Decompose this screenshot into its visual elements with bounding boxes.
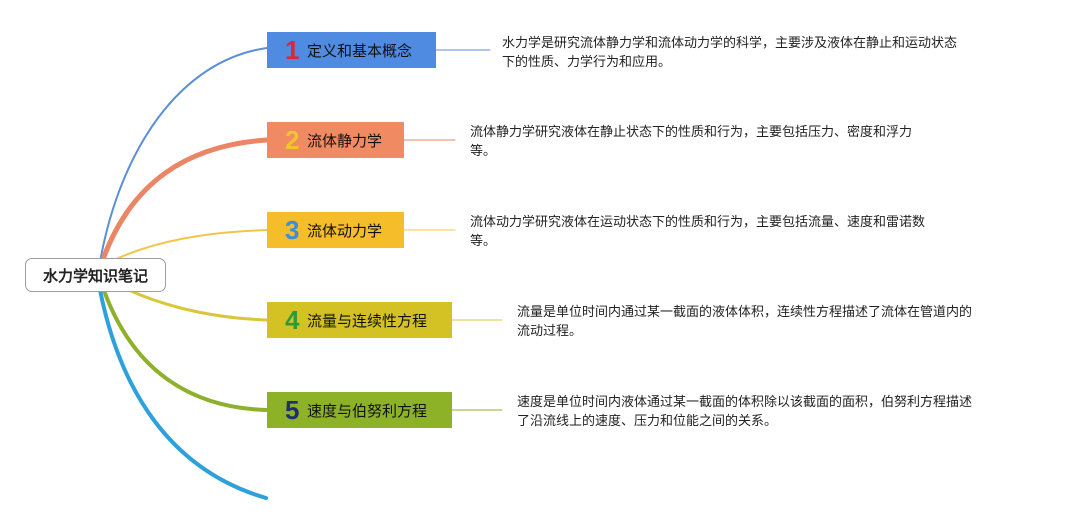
topic-number-2: 2	[285, 125, 300, 155]
topic-node-1[interactable]: 1 定义和基本概念	[267, 32, 436, 68]
topic-description-5: 速度是单位时间内液体通过某一截面的体积除以该截面的面积，伯努利方程描述 了沿流线…	[517, 392, 972, 430]
topic-description-1-line-2: 下的性质、力学行为和应用。	[502, 54, 672, 69]
topic-description-4-line-1: 流量是单位时间内通过某一截面的液体体积，连续性方程描述了流体在管道内的	[517, 304, 973, 319]
topic-title-3: 流体动力学	[307, 222, 383, 240]
root-node[interactable]: 水力学知识笔记	[25, 258, 166, 292]
topic-title-5: 速度与伯努利方程	[307, 402, 428, 420]
topic-number-5: 5	[285, 395, 300, 425]
topic-title-2: 流体静力学	[307, 132, 383, 150]
branch-curve-5	[99, 280, 269, 412]
branch-curve-3	[101, 229, 268, 267]
topic-description-5-line-2: 了沿流线上的速度、压力和位能之间的关系。	[517, 413, 778, 428]
topic-number-3: 3	[285, 215, 300, 245]
topic-description-2: 流体静力学研究液体在静止状态下的性质和行为，主要包括压力、密度和浮力 等。	[470, 122, 912, 160]
topic-description-1: 水力学是研究流体静力学和流体动力学的科学，主要涉及液体在静止和运动状态 下的性质…	[502, 33, 957, 71]
topic-description-3-line-2: 等。	[470, 233, 497, 248]
topic-node-2[interactable]: 2 流体静力学	[267, 122, 404, 158]
branch-curve-extra	[98, 288, 268, 500]
branch-curve-1	[99, 47, 268, 263]
topic-title-1: 定义和基本概念	[307, 42, 413, 60]
topic-description-4: 流量是单位时间内通过某一截面的液体体积，连续性方程描述了流体在管道内的 流动过程…	[517, 302, 972, 340]
root-label: 水力学知识笔记	[42, 267, 148, 285]
topic-description-5-line-1: 速度是单位时间内液体通过某一截面的体积除以该截面的面积，伯努利方程描述	[517, 394, 973, 409]
topic-description-2-line-1: 流体静力学研究液体在静止状态下的性质和行为，主要包括压力、密度和浮力	[470, 124, 913, 139]
topic-number-1: 1	[285, 35, 300, 65]
branch-curve-2	[98, 137, 270, 268]
topic-description-2-line-2: 等。	[470, 143, 497, 158]
topic-description-4-line-2: 流动过程。	[517, 323, 583, 338]
topic-node-5[interactable]: 5 速度与伯努利方程	[267, 392, 452, 428]
topic-description-3: 流体动力学研究液体在运动状态下的性质和行为，主要包括流量、速度和雷诺数 等。	[470, 212, 925, 250]
topic-node-4[interactable]: 4 流量与连续性方程	[267, 302, 452, 338]
topic-description-3-line-1: 流体动力学研究液体在运动状态下的性质和行为，主要包括流量、速度和雷诺数	[470, 214, 926, 229]
topic-title-4: 流量与连续性方程	[307, 312, 428, 330]
topic-node-3[interactable]: 3 流体动力学	[267, 212, 404, 248]
topic-description-1-line-1: 水力学是研究流体静力学和流体动力学的科学，主要涉及液体在静止和运动状态	[502, 35, 958, 50]
topic-number-4: 4	[285, 305, 300, 335]
